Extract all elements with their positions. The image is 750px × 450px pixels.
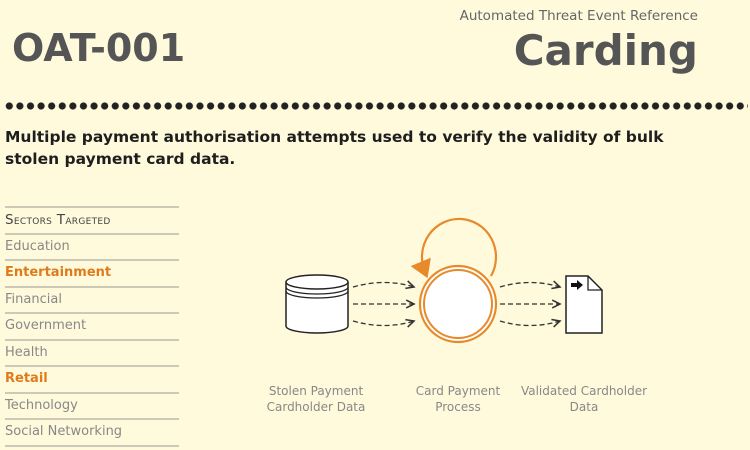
list-end-divider — [5, 444, 179, 447]
threat-description: Multiple payment authorisation attempts … — [5, 128, 664, 168]
sector-item: Technology — [5, 391, 179, 419]
threat-id: OAT-001 — [12, 26, 186, 70]
page-title: Carding — [513, 26, 698, 75]
sector-item: Entertainment — [5, 259, 179, 286]
arrow-right-icon — [571, 280, 583, 290]
sector-item: Financial — [5, 285, 179, 313]
sector-item: Education — [5, 232, 179, 260]
output-arrows — [499, 283, 560, 326]
sector-item: Government — [5, 312, 179, 339]
process-circle-icon — [410, 217, 498, 344]
dotted-divider — [4, 101, 748, 111]
reference-subtitle: Automated Threat Event Reference — [459, 8, 698, 24]
input-arrows — [352, 283, 414, 326]
sector-item: Retail — [5, 365, 179, 392]
sector-item: Health — [5, 338, 179, 366]
sector-item: Social Networking — [5, 418, 179, 445]
document-icon — [565, 275, 603, 334]
database-icon — [285, 274, 349, 334]
sectors-targeted-list: Sectors Targeted Education Entertainment… — [5, 206, 179, 447]
sectors-heading: Sectors Targeted — [5, 206, 179, 233]
